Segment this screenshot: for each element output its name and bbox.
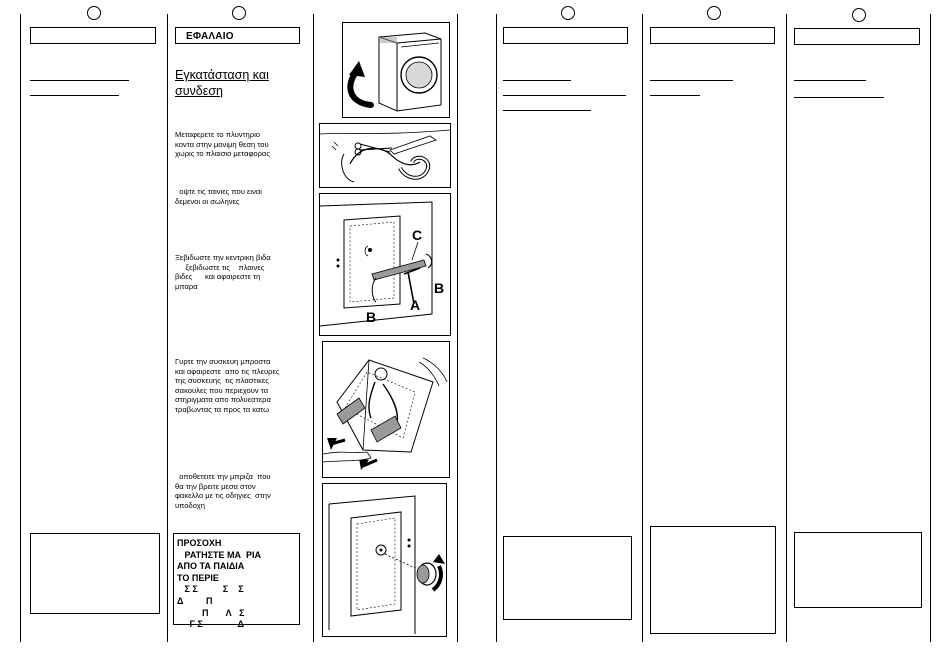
section-title-line-2: συνδεση [175,84,223,98]
column6-title-line-2 [794,97,884,98]
illustration-remove-bar: C B A B [319,193,451,336]
label-b-right: B [434,280,444,296]
column-divider-3 [313,14,314,642]
column4-warning-box [503,536,632,620]
column6-title-line-1 [794,80,866,81]
column-divider-4 [457,14,458,642]
column4-title-line-1 [503,80,571,81]
section-title-line-1: Εγκατάσταση και [175,68,269,82]
column-divider-1 [20,14,21,642]
language-mark-circle-3 [561,6,575,20]
step-remove-supports-text: Γυρτε την συσκευη μπροστα και αφαιρεστε … [175,357,280,414]
illustration-cut-straps [319,123,451,188]
column-divider-2 [167,14,168,642]
language-mark-circle-5 [852,8,866,22]
chapter-header-box: ΕΦΑΛΑΙΟ [175,27,300,44]
column-divider-5 [496,14,497,642]
column-divider-7 [786,14,787,642]
step-hose-straps-text: οψτε τις ταινιες που ειναι δεμενοι οι σω… [175,187,262,206]
column-divider-8 [930,14,931,642]
column1-warning-box [30,533,160,614]
chapter-header-label: ΕΦΑΛΑΙΟ [186,31,234,42]
column4-title-line-3 [503,110,591,111]
step-unscrew-bar-text: Ξεβιδωστε την κεντρικη βιδα ξεβιδωστε τι… [175,253,271,291]
column1-title-line-1 [30,80,129,81]
language-mark-circle-2 [232,6,246,20]
language-mark-circle-1 [87,6,101,20]
column6-warning-box [794,532,922,608]
language-mark-circle-4 [707,6,721,20]
column5-warning-box [650,526,776,634]
column5-title-line-1 [650,80,733,81]
column1-title-line-2 [30,95,119,96]
illustration-move-machine [342,22,450,118]
step-insert-plug-text: οποθετειτε την μπριζα που θα την βρειτε … [175,472,271,510]
column4-title-line-2 [503,95,626,96]
illustration-insert-plug [322,483,447,637]
illustration-remove-supports [322,341,450,478]
column-divider-6 [642,14,643,642]
label-a: A [410,297,420,313]
column6-header-box [794,28,920,45]
label-b-left: B [366,309,376,325]
column4-header-box [503,27,628,44]
column5-header-box [650,27,775,44]
label-c: C [412,227,422,243]
column5-title-line-2 [650,95,700,96]
warning-text: ΠΡΟΣΟΧΗ ΡΑΤΗΣΤΕ ΜΑ ΡΙΑ ΑΠΟ ΤΑ ΠΑΙΔΙΑ ΤΟ … [177,538,261,630]
step-transport-text: Μεταφερετε το πλυντηριο κοντα στην μονιμ… [175,130,270,159]
column1-header-box [30,27,156,44]
warning-box: ΠΡΟΣΟΧΗ ΡΑΤΗΣΤΕ ΜΑ ΡΙΑ ΑΠΟ ΤΑ ΠΑΙΔΙΑ ΤΟ … [173,533,300,629]
